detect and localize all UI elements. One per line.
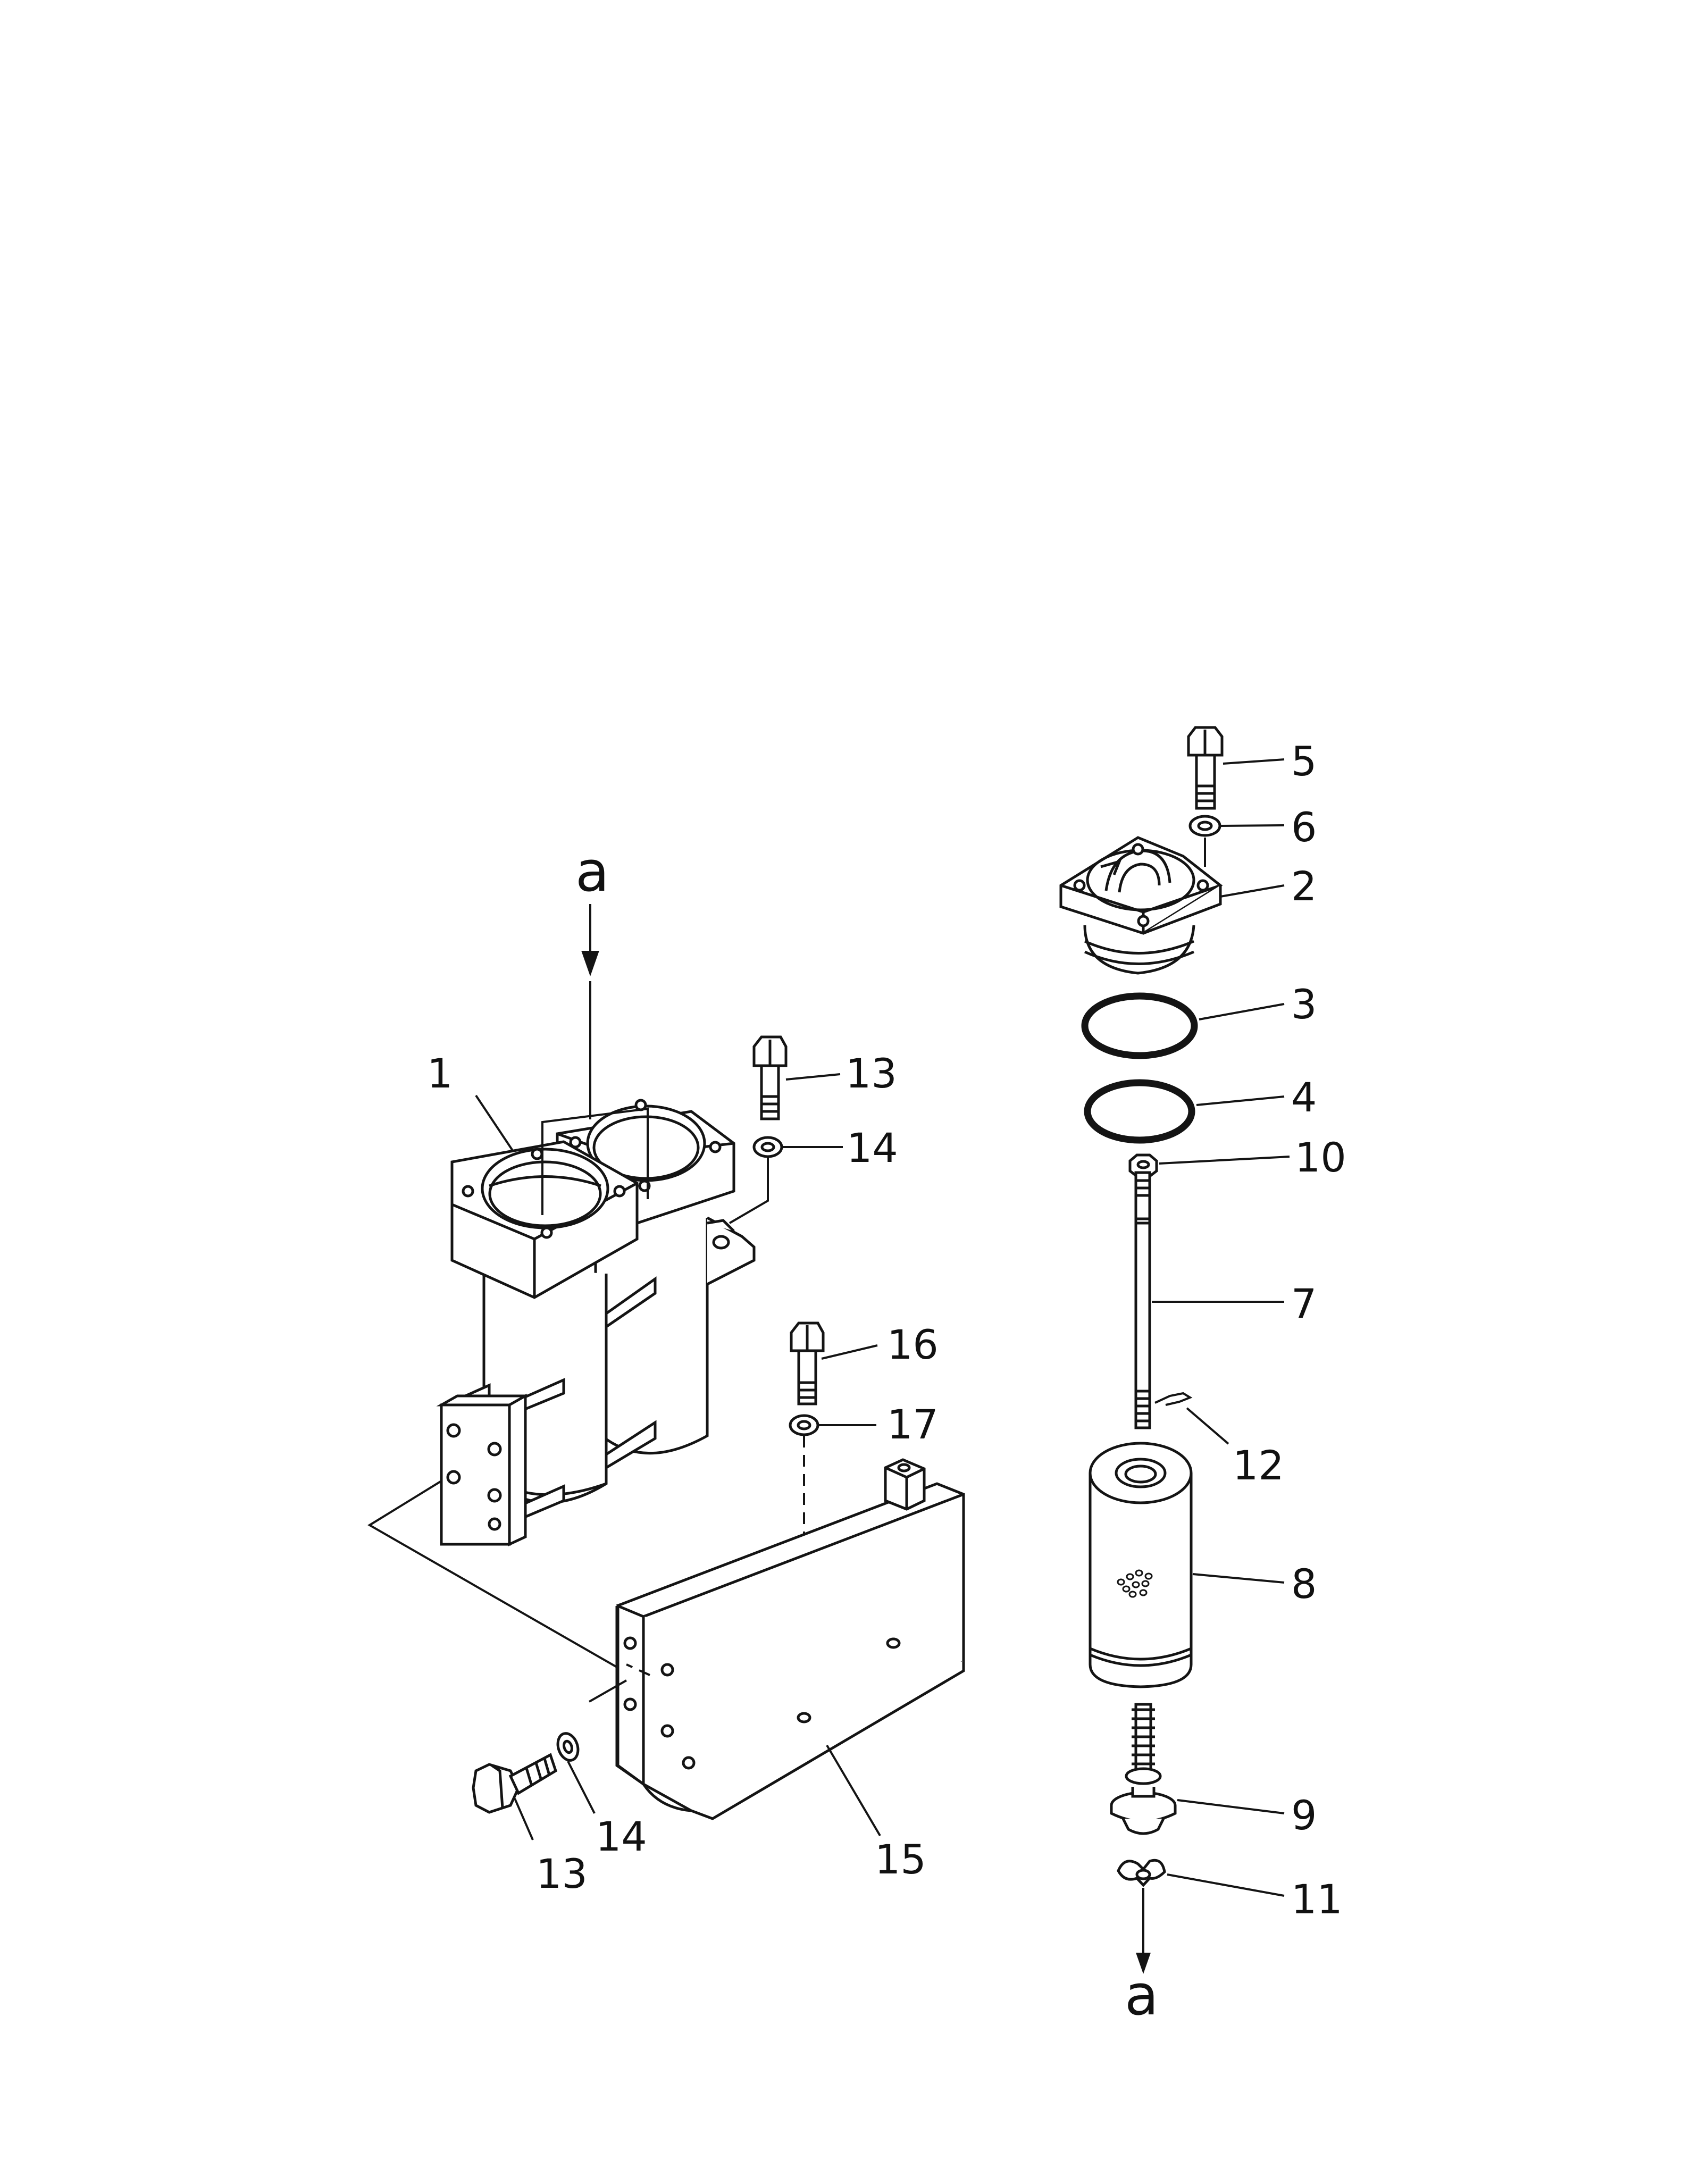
callout-14-lower: 14 xyxy=(596,1813,647,1860)
callout-5: 5 xyxy=(1291,738,1317,785)
washer-14-lower xyxy=(556,1732,580,1762)
bolt-16 xyxy=(790,1321,825,1405)
callout-3: 3 xyxy=(1291,981,1317,1028)
washer-14-upper xyxy=(752,1136,783,1158)
drain-valve-part-9 xyxy=(1110,1703,1177,1835)
washer-part-6 xyxy=(1188,815,1221,837)
view-letter-bottom: a xyxy=(1125,1963,1159,2028)
callout-12: 12 xyxy=(1233,1442,1284,1489)
callout-1: 1 xyxy=(427,1050,453,1097)
cover-part-2 xyxy=(1059,836,1223,975)
assembly-guide-lines xyxy=(367,1480,650,1703)
callout-6: 6 xyxy=(1291,804,1317,851)
bolt-13-upper xyxy=(752,1035,788,1120)
view-letter-top: a xyxy=(575,839,609,904)
callout-15: 15 xyxy=(875,1836,926,1883)
callout-4: 4 xyxy=(1291,1074,1317,1121)
callout-7: 7 xyxy=(1291,1280,1317,1327)
washer-17 xyxy=(789,1414,819,1436)
callout-leaders xyxy=(475,758,1290,1897)
filter-housing-part-1 xyxy=(436,1099,756,1546)
callout-8: 8 xyxy=(1291,1560,1317,1608)
nut-part-10 xyxy=(1128,1153,1158,1178)
filter-element-part-8 xyxy=(1089,1442,1193,1688)
wing-nut-part-11 xyxy=(1117,1859,1166,1887)
leader-washer-to-lug xyxy=(729,1157,769,1224)
center-rod-part-7 xyxy=(1134,1171,1151,1429)
bolt-13-lower xyxy=(472,1753,558,1814)
callout-14-upper: 14 xyxy=(847,1124,898,1172)
o-ring-part-4 xyxy=(1084,1079,1195,1144)
callout-11: 11 xyxy=(1291,1876,1343,1923)
callout-9: 9 xyxy=(1291,1792,1317,1839)
bolt-part-5 xyxy=(1187,726,1224,810)
o-ring-part-3 xyxy=(1081,992,1198,1059)
bracket-part-15 xyxy=(615,1458,965,1820)
cotter-pin-part-12 xyxy=(1154,1392,1193,1406)
callout-17: 17 xyxy=(887,1401,939,1448)
view-a-plane xyxy=(541,904,649,1215)
callout-2: 2 xyxy=(1291,863,1317,910)
callout-13-upper: 13 xyxy=(846,1050,897,1097)
callout-16: 16 xyxy=(887,1321,939,1368)
callout-10: 10 xyxy=(1295,1134,1346,1181)
callout-13-lower: 13 xyxy=(536,1850,588,1897)
